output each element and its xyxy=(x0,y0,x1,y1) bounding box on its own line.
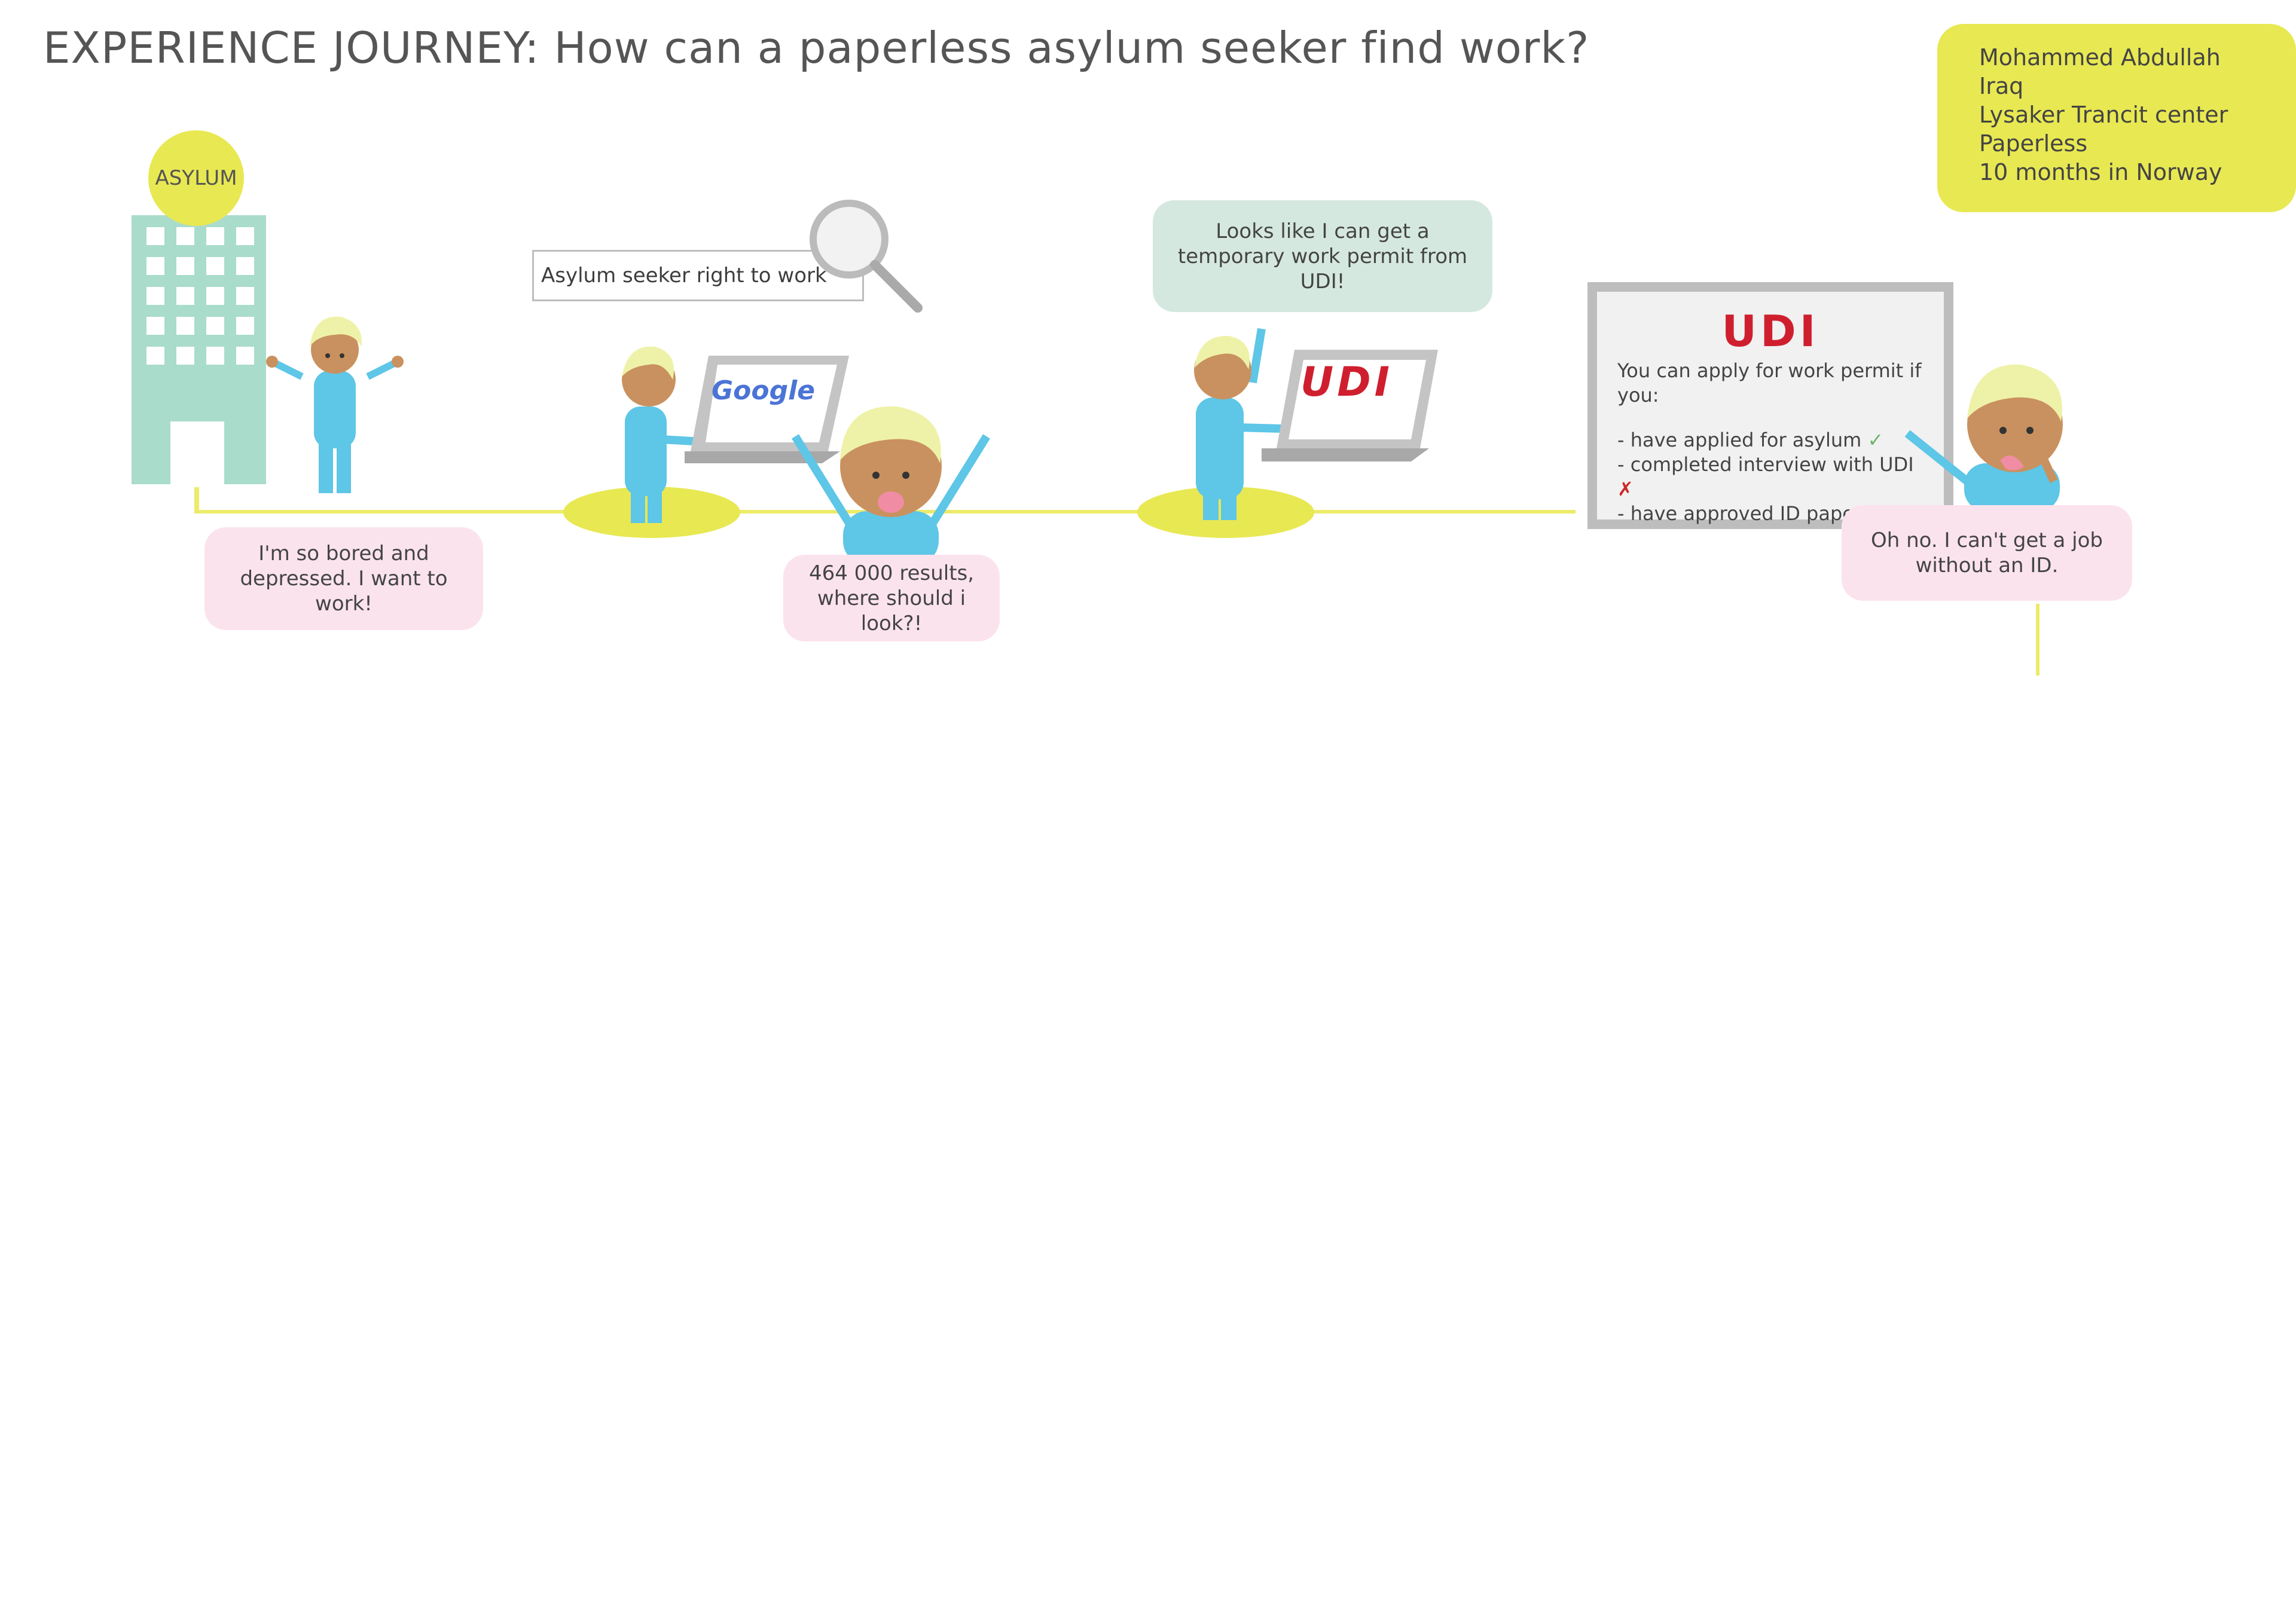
udi-requirement: - have applied for asylum ✓ xyxy=(1617,429,1884,451)
journey-line xyxy=(2036,604,2039,676)
persona-status: Paperless xyxy=(1979,130,2088,157)
udi-requirement: - completed interview with UDI ✗ xyxy=(1617,453,1914,500)
person-figure xyxy=(792,406,990,556)
persona-name: Mohammed Abdullah xyxy=(1979,44,2221,71)
person-figure xyxy=(266,316,404,493)
thought-bubble: I'm so bored and depressed. I want to wo… xyxy=(204,527,483,630)
thought-bubble: 464 000 results, where should i look?! xyxy=(783,555,1000,641)
cross-icon: ✗ xyxy=(1617,478,1634,500)
magnifier-icon xyxy=(810,200,923,313)
thought-bubble: Oh no. I can't get a job without an ID. xyxy=(1842,505,2132,601)
person-figure xyxy=(1904,364,2063,508)
laptop-icon xyxy=(1262,350,1438,461)
udi-notice: UDI You can apply for work permit if you… xyxy=(1587,282,1953,529)
search-input[interactable]: Asylum seeker right to work xyxy=(532,250,864,301)
udi-notice-intro: You can apply for work permit if you: xyxy=(1617,359,1922,406)
asylum-sign: ASYLUM xyxy=(148,130,244,226)
page-title: EXPERIENCE JOURNEY: How can a paperless … xyxy=(43,23,1590,73)
udi-logo: UDI xyxy=(1300,359,1393,406)
thought-bubble: Looks like I can get a temporary work pe… xyxy=(1153,200,1492,312)
check-icon: ✓ xyxy=(1867,429,1884,451)
persona-card: Mohammed Abdullah Iraq Lysaker Trancit c… xyxy=(1937,24,2296,212)
person-figure xyxy=(1194,328,1304,520)
journey-line xyxy=(194,466,199,513)
asylum-building-icon xyxy=(132,215,266,487)
persona-country: Iraq xyxy=(1979,73,2024,99)
persona-center: Lysaker Trancit center xyxy=(1979,102,2228,128)
persona-duration: 10 months in Norway xyxy=(1979,159,2222,185)
udi-logo: UDI xyxy=(1721,306,1819,356)
person-figure xyxy=(622,346,715,523)
laptop-icon xyxy=(685,356,849,463)
google-logo: Google xyxy=(712,375,815,406)
